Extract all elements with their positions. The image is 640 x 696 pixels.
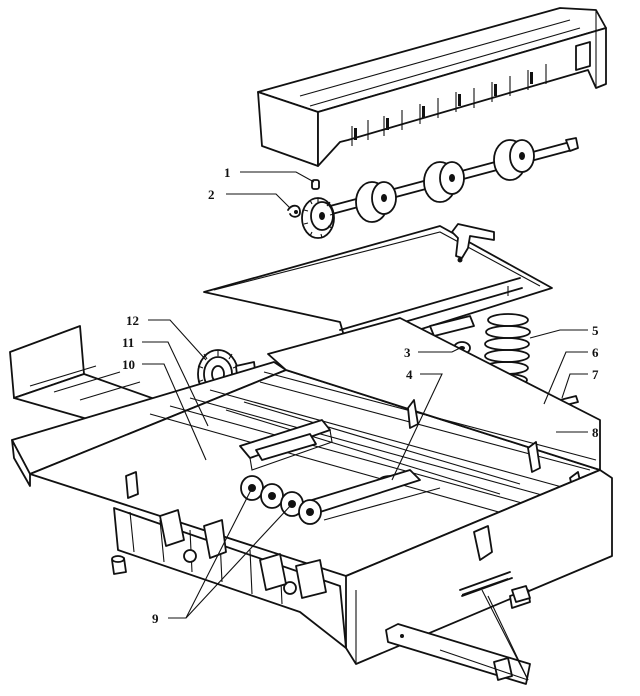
callout-11: 11 (122, 335, 134, 350)
main-tray-body (11, 317, 613, 665)
roller-right (493, 139, 535, 181)
rubber-foot (111, 555, 127, 575)
callout-5: 5 (592, 323, 599, 338)
shaft-gear (301, 197, 335, 239)
callout-labels: 1 2 3 4 5 6 7 8 9 10 11 12 (122, 165, 599, 626)
callout-6: 6 (592, 345, 599, 360)
roller-left (355, 181, 397, 223)
callout-8: 8 (592, 425, 599, 440)
callout-3: 3 (404, 345, 411, 360)
callout-12: 12 (126, 313, 139, 328)
callout-1: 1 (224, 165, 231, 180)
small-tab (511, 585, 531, 603)
top-cover (257, 7, 607, 167)
callout-9: 9 (152, 611, 159, 626)
part-2-clip (287, 204, 301, 218)
roller-middle (423, 161, 465, 203)
callout-4: 4 (406, 367, 413, 382)
sensor-plate (203, 223, 553, 353)
callout-2: 2 (208, 187, 215, 202)
bottom-plate (385, 623, 531, 685)
callout-7: 7 (592, 367, 599, 382)
leader-lines (142, 171, 588, 681)
callout-10: 10 (122, 357, 135, 372)
